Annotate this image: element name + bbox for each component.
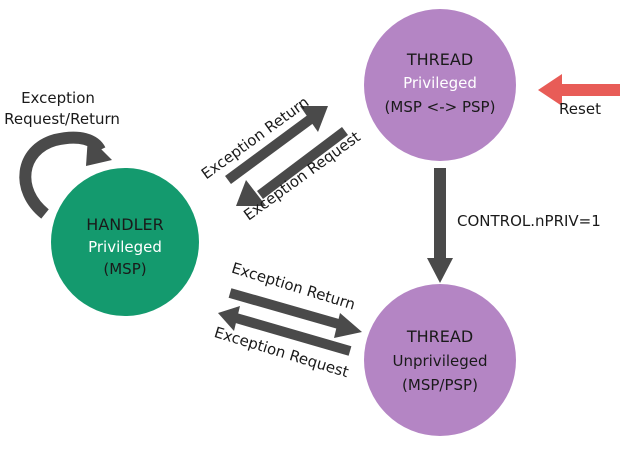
control-npriv-label: CONTROL.nPRIV=1 [457,212,601,230]
thread-privileged-node: THREAD Privileged (MSP <-> PSP) [364,9,516,161]
self-loop-arrow [19,131,112,219]
thread-privileged-title: THREAD [406,50,473,69]
handler-title: HANDLER [86,215,163,234]
handler-mode: Privileged [88,238,162,256]
thread-privileged-stack: (MSP <-> PSP) [385,98,496,116]
upper-exception-request-arrow [236,127,349,206]
handler-stack: (MSP) [103,260,146,278]
control-npriv-arrow [427,168,453,283]
lower-exception-request-arrow [218,306,352,356]
self-loop-label-line1: Exception [21,89,95,107]
reset-arrow [538,74,620,106]
reset-label: Reset [559,100,601,118]
thread-privileged-mode: Privileged [403,74,477,92]
lower-exception-return-label: Exception Return [229,259,357,314]
thread-unprivileged-mode: Unprivileged [392,352,487,370]
thread-unprivileged-node: THREAD Unprivileged (MSP/PSP) [364,284,516,436]
thread-unprivileged-title: THREAD [406,327,473,346]
thread-unprivileged-stack: (MSP/PSP) [402,376,478,394]
upper-exception-return-arrow [225,106,328,185]
handler-node: HANDLER Privileged (MSP) [51,168,199,316]
self-loop-label-line2: Request/Return [4,110,120,128]
lower-exception-return-arrow [228,288,362,338]
